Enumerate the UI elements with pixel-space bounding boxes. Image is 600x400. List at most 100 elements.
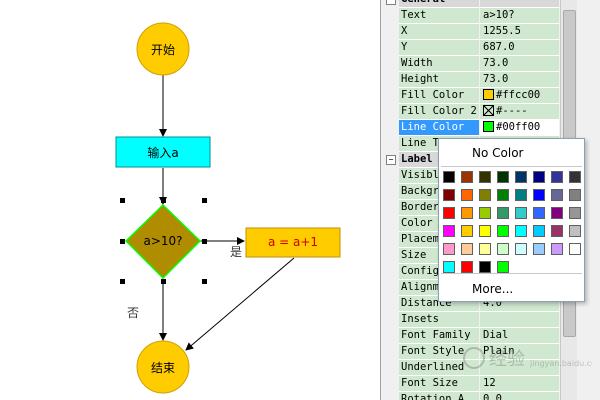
property-value[interactable]: 73.0 [480,72,559,88]
start-node-shape[interactable] [136,22,190,76]
palette-color-cell[interactable] [515,243,527,255]
palette-color-cell[interactable] [551,225,563,237]
no-color-option[interactable]: No Color [472,146,524,160]
decision-node-shape[interactable] [124,203,202,280]
property-value[interactable]: #---- [480,104,559,120]
collapse-toggle-icon[interactable]: − [386,155,396,165]
palette-color-cell[interactable] [461,243,473,255]
property-value[interactable]: 73.0 [480,56,559,72]
property-value-text: #ffcc00 [496,89,541,101]
palette-color-cell[interactable] [461,261,473,273]
property-value-text: #00ff00 [496,121,541,133]
property-key: Line Color [399,120,479,136]
palette-color-cell[interactable] [479,261,491,273]
collapse-toggle-icon[interactable]: − [386,0,396,5]
property-value[interactable]: #ffcc00 [480,88,559,104]
property-value[interactable]: Plain [480,344,559,360]
palette-color-cell[interactable] [515,207,527,219]
palette-color-cell[interactable] [515,189,527,201]
palette-color-cell[interactable] [479,225,491,237]
palette-color-cell[interactable] [551,207,563,219]
selection-handles[interactable] [120,198,207,284]
end-node-shape[interactable] [136,340,190,394]
property-key: Rotation A [399,392,479,400]
property-value[interactable] [480,312,559,328]
property-value-text: Plain [483,345,515,357]
palette-color-cell[interactable] [443,225,455,237]
palette-color-cell[interactable] [533,225,545,237]
palette-color-cell[interactable] [497,225,509,237]
palette-color-cell[interactable] [443,207,455,219]
property-category[interactable]: −General [383,0,559,8]
palette-color-cell[interactable] [497,243,509,255]
property-value[interactable]: 1255.5 [480,24,559,40]
palette-color-cell[interactable] [515,171,527,183]
palette-color-cell[interactable] [479,189,491,201]
palette-color-cell[interactable] [533,171,545,183]
palette-color-cell[interactable] [551,243,563,255]
property-row[interactable]: Insets [383,312,559,328]
property-row[interactable]: Fill Color 2#---- [383,104,559,120]
property-key: Underlined [399,360,479,376]
process-node-shape[interactable] [245,227,341,258]
palette-color-cell[interactable] [479,207,491,219]
palette-color-cell[interactable] [461,207,473,219]
palette-color-cell[interactable] [533,189,545,201]
palette-color-cell[interactable] [479,171,491,183]
palette-color-cell[interactable] [497,207,509,219]
property-value[interactable]: #00ff00 [480,120,559,136]
flowchart-canvas[interactable]: 开始 输入a a>10? a = a+1 结束 是 否 [0,0,380,400]
property-value[interactable]: 0.0 [480,392,559,400]
palette-color-cell[interactable] [461,189,473,201]
property-value-text: #---- [496,105,528,117]
palette-color-cell[interactable] [551,171,563,183]
property-value[interactable]: a>10? [480,8,559,24]
palette-color-cell[interactable] [443,261,455,273]
palette-color-cell[interactable] [569,189,581,201]
property-value[interactable] [480,360,559,376]
palette-color-cell[interactable] [497,189,509,201]
property-value[interactable]: Dial [480,328,559,344]
property-row[interactable]: Underlined [383,360,559,376]
input-node-shape[interactable] [115,136,211,168]
property-row[interactable]: Line Color #00ff00 [383,120,559,136]
palette-color-cell[interactable] [569,207,581,219]
palette-color-cell[interactable] [515,225,527,237]
end-node-label: 结束 [150,360,175,375]
decision-node-label: a>10? [143,234,183,248]
palette-color-cell[interactable] [443,171,455,183]
palette-color-cell[interactable] [497,171,509,183]
property-value-text: 1255.5 [483,25,521,37]
palette-color-cell[interactable] [443,243,455,255]
palette-color-cell[interactable] [497,261,509,273]
palette-color-cell[interactable] [461,225,473,237]
palette-color-cell[interactable] [443,189,455,201]
palette-color-cell[interactable] [551,189,563,201]
palette-color-cell[interactable] [533,207,545,219]
property-row[interactable]: Fill Color#ffcc00 [383,88,559,104]
input-node-label: 输入a [147,145,179,160]
handle-right [202,239,207,244]
property-key: Text [399,8,479,24]
palette-color-cell[interactable] [569,225,581,237]
palette-color-cell[interactable] [533,243,545,255]
palette-color-cell[interactable] [569,243,581,255]
property-value[interactable] [480,0,559,8]
more-colors-option[interactable]: More... [472,282,514,296]
property-value[interactable]: 687.0 [480,40,559,56]
property-value[interactable]: 12 [480,376,559,392]
palette-color-cell[interactable] [569,171,581,183]
palette-color-cell[interactable] [479,243,491,255]
handle-bottom-left [120,279,125,284]
palette-color-cell[interactable] [461,171,473,183]
property-key: Insets [399,312,479,328]
